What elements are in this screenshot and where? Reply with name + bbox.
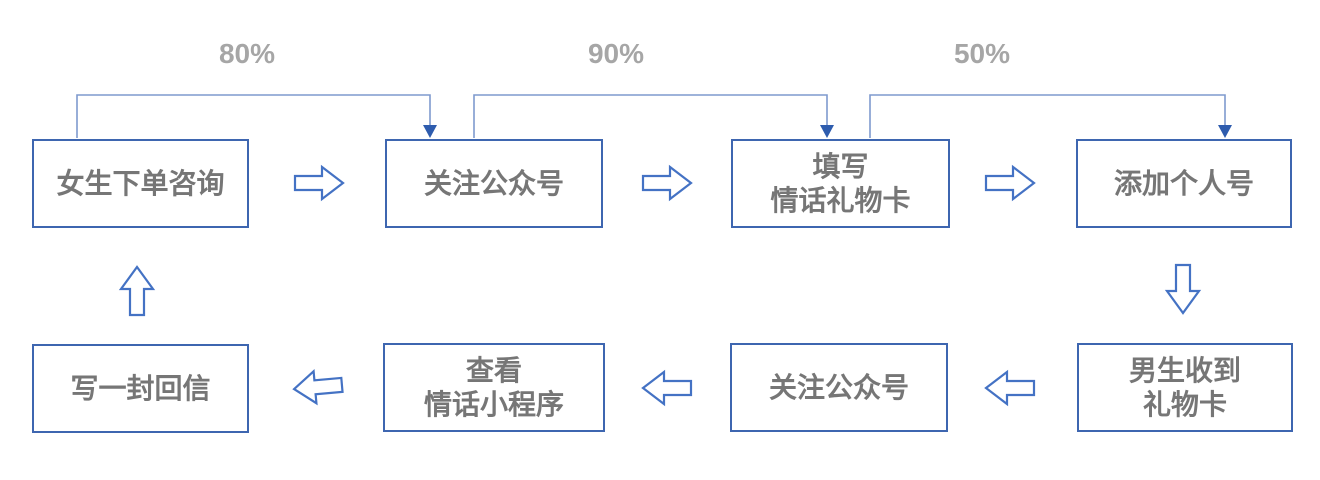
block-arrow-left-icon bbox=[641, 369, 693, 407]
step-follow-official-account-top: 关注公众号 bbox=[385, 139, 603, 228]
block-arrow-right-icon bbox=[293, 164, 345, 202]
arrowhead-down-icon bbox=[1218, 125, 1232, 138]
connector-follow-to-fill-card bbox=[473, 94, 834, 138]
step-label: 女生下单咨询 bbox=[56, 167, 225, 199]
step-add-personal-account: 添加个人号 bbox=[1076, 139, 1292, 228]
block-arrow-down-icon bbox=[1164, 263, 1202, 315]
arrowhead-down-icon bbox=[423, 125, 437, 138]
step-label: 写一封回信 bbox=[70, 372, 211, 404]
step-follow-official-account-bottom: 关注公众号 bbox=[730, 343, 948, 432]
block-arrow-right-icon bbox=[641, 164, 693, 202]
connector-fill-card-to-add-account bbox=[869, 94, 1232, 138]
step-boy-receives-gift-card: 男生收到 礼物卡 bbox=[1077, 343, 1293, 432]
conversion-rate-label: 80% bbox=[218, 38, 276, 69]
step-label-line1: 男生收到 bbox=[1128, 355, 1241, 387]
arrowhead-down-icon bbox=[820, 125, 834, 138]
step-label-line1: 查看 bbox=[465, 355, 522, 387]
conversion-rate-label: 90% bbox=[587, 38, 645, 69]
block-arrow-up-icon bbox=[118, 265, 156, 317]
step-label: 关注公众号 bbox=[768, 371, 909, 403]
step-label: 关注公众号 bbox=[423, 167, 564, 199]
step-write-reply-letter: 写一封回信 bbox=[32, 344, 249, 433]
step-girl-order-inquiry: 女生下单咨询 bbox=[32, 139, 249, 228]
step-label-line1: 填写 bbox=[812, 151, 869, 183]
connector-girl-order-to-follow bbox=[76, 94, 437, 138]
conversion-rate-label: 50% bbox=[953, 38, 1011, 69]
block-arrow-left-icon bbox=[984, 369, 1036, 407]
step-label-line2: 礼物卡 bbox=[1142, 388, 1227, 420]
step-label-line2: 情话小程序 bbox=[423, 388, 564, 420]
step-label: 添加个人号 bbox=[1113, 167, 1254, 199]
block-arrow-right-icon bbox=[984, 164, 1036, 202]
step-label-line2: 情话礼物卡 bbox=[770, 184, 911, 216]
step-fill-love-gift-card: 填写 情话礼物卡 bbox=[731, 139, 950, 228]
step-view-love-mini-program: 查看 情话小程序 bbox=[383, 343, 605, 432]
block-arrow-left-icon bbox=[290, 365, 345, 409]
